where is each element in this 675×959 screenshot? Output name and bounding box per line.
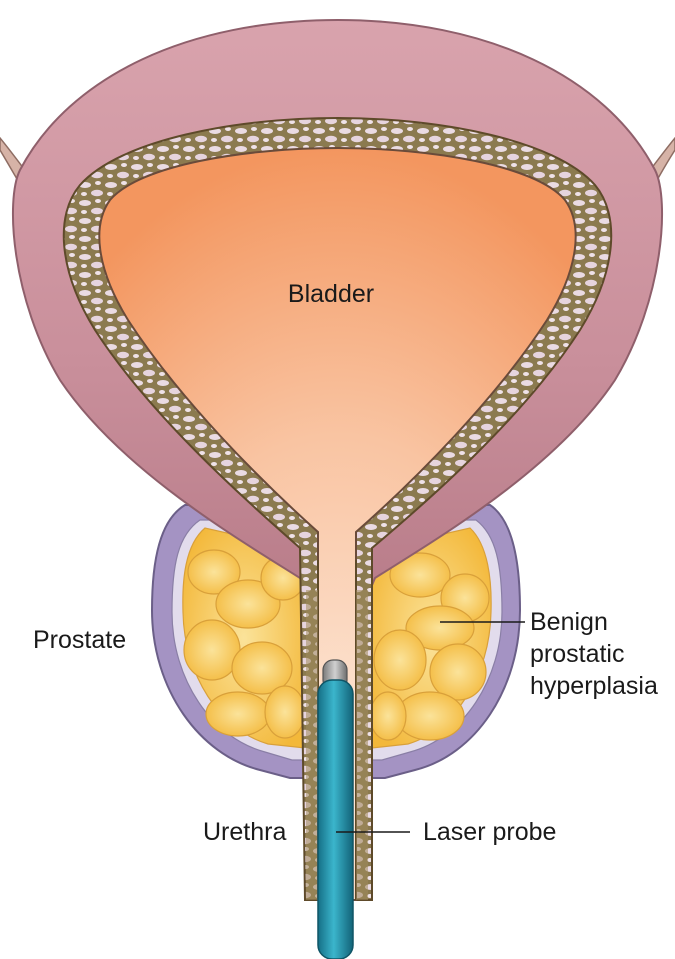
bph-label-line-3: hyperplasia <box>530 672 658 700</box>
laser-probe-label: Laser probe <box>423 818 556 846</box>
urethra-label: Urethra <box>203 818 286 846</box>
prostate-label: Prostate <box>33 626 126 654</box>
urethra-lining-right <box>356 590 368 900</box>
laser-probe <box>317 679 354 959</box>
bladder-label: Bladder <box>288 280 374 308</box>
urethra-lining-left <box>306 590 318 900</box>
benign-prostatic-hyperplasia-tissue <box>182 527 492 749</box>
bph-label-line-2: prostatic <box>530 640 624 668</box>
bph-label-line-1: Benign <box>530 608 608 636</box>
